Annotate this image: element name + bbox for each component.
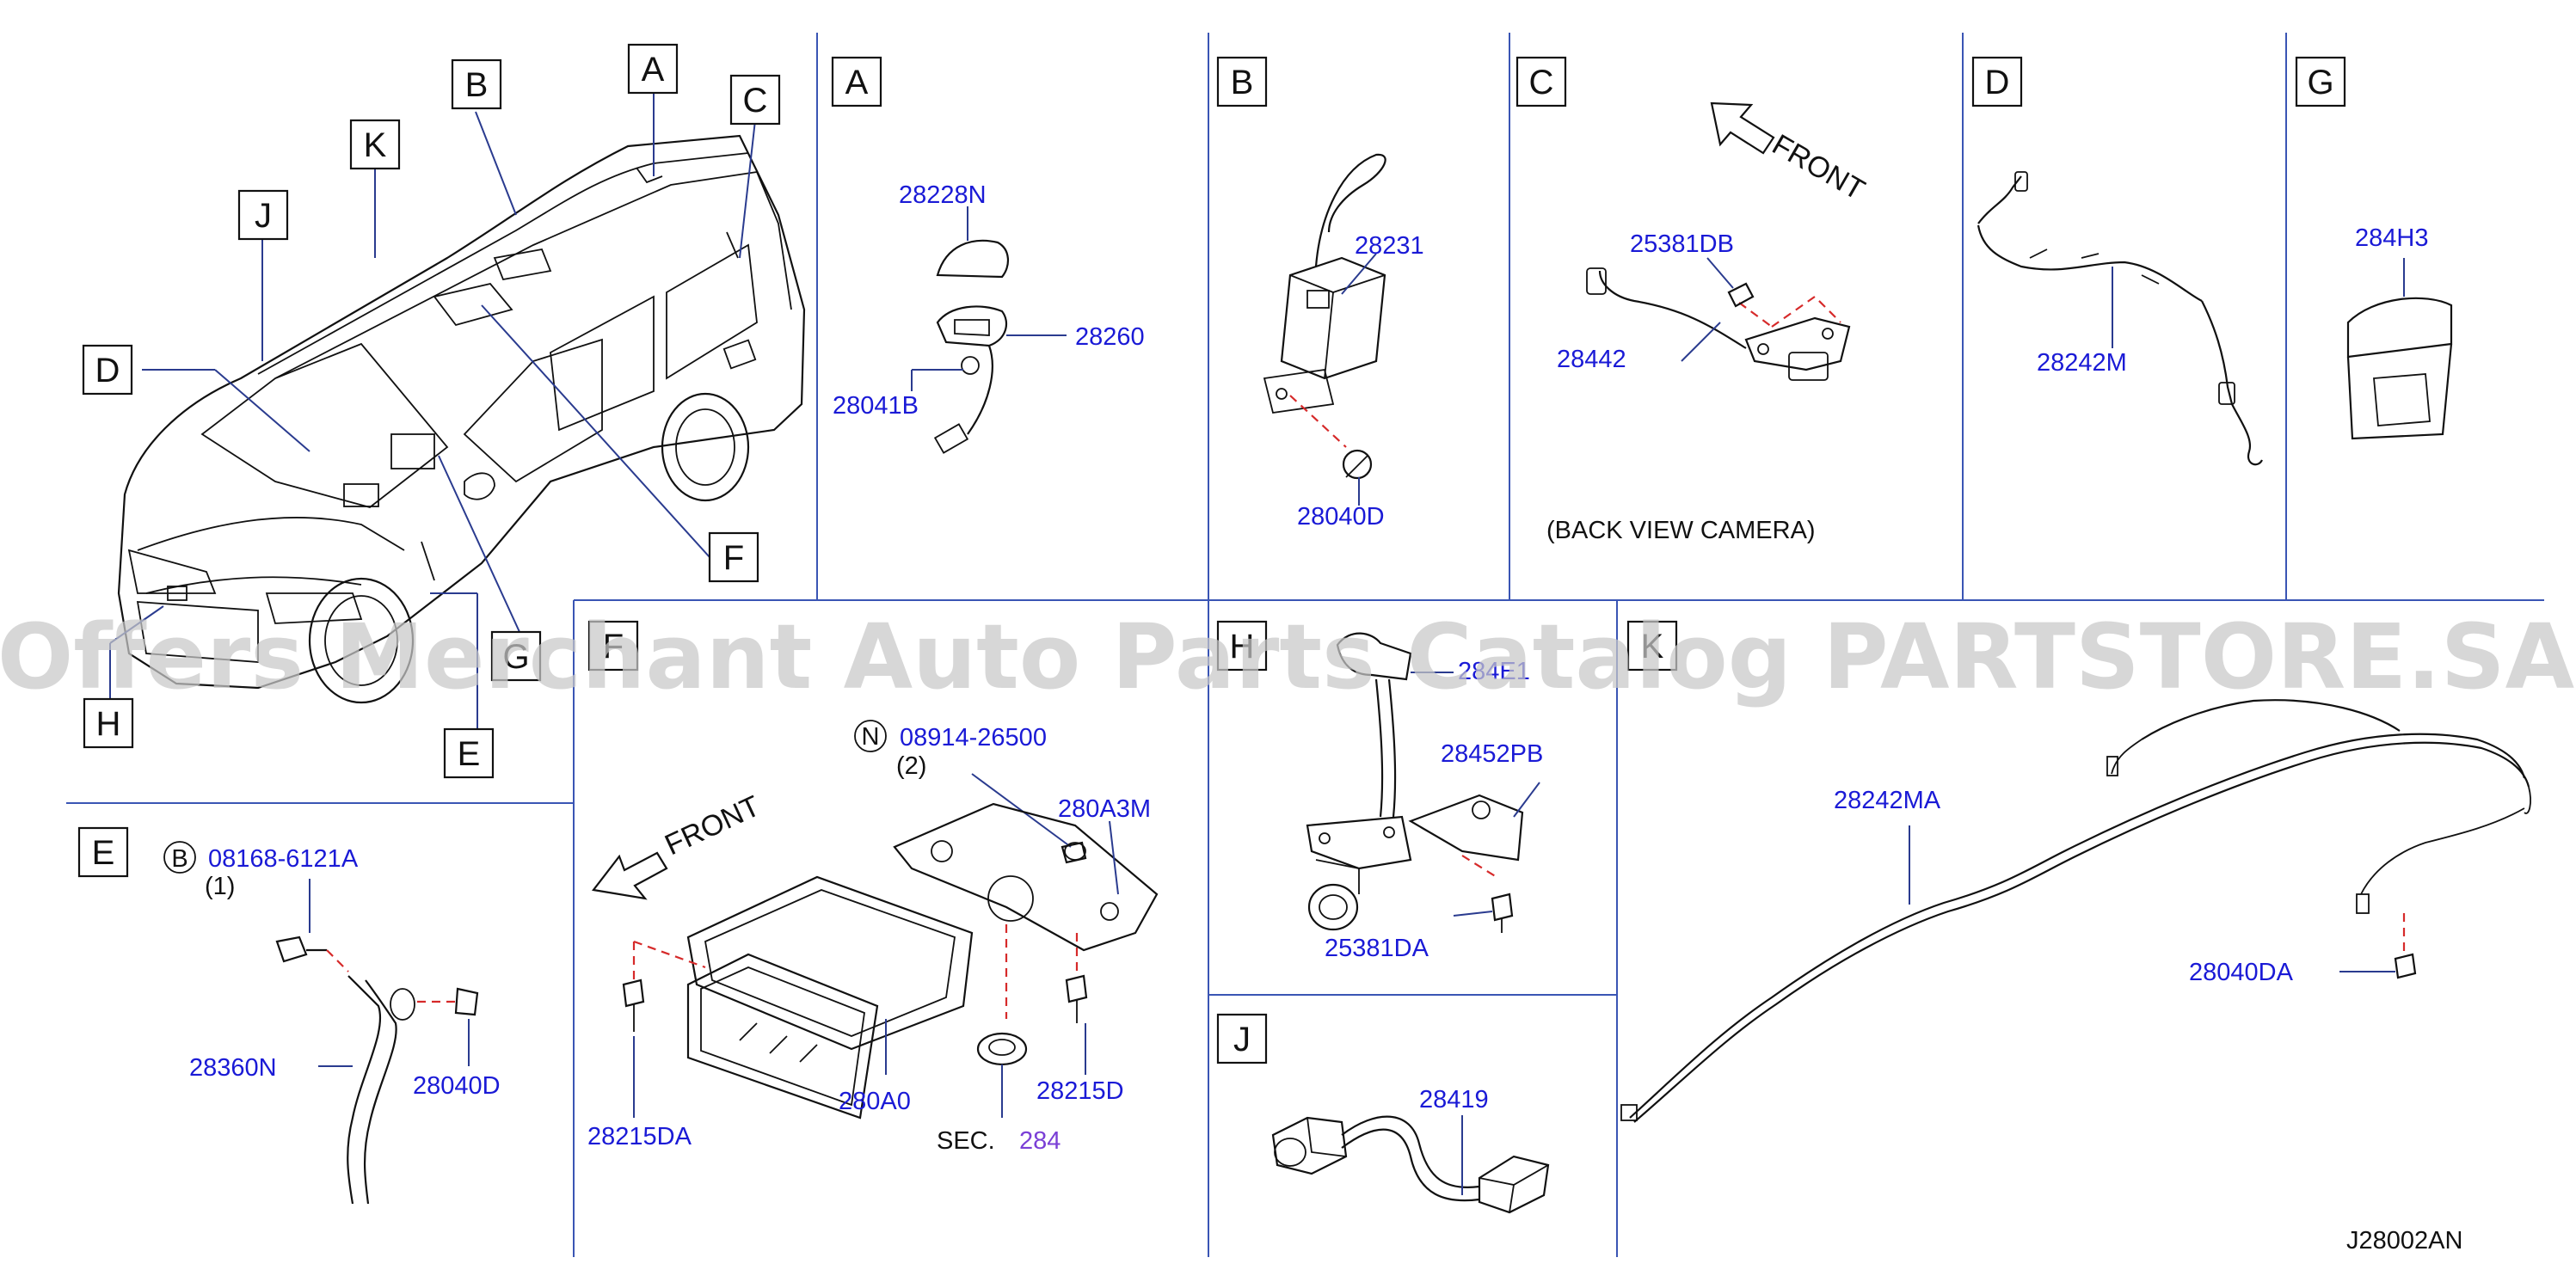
section-label: SEC. [937,1127,995,1155]
callout-box-g[interactable]: G [490,630,542,682]
panel-label: K [1641,628,1664,666]
callout-label: F [723,539,744,577]
callout-box-h[interactable]: H [83,697,134,749]
part-number-284e1[interactable]: 284E1 [1458,658,1530,685]
callout-box-j[interactable]: J [237,189,289,241]
panel-label: E [92,834,115,872]
callout-label: A [642,51,665,89]
part-number-28215d[interactable]: 28215D [1036,1077,1124,1105]
panel-label: A [845,64,869,101]
callout-box-b[interactable]: B [451,58,502,110]
bolt-symbol: B [171,845,188,873]
part-number-28040d-e[interactable]: 28040D [413,1072,501,1100]
panel-label: B [1231,64,1254,101]
diagram-code: J28002AN [2346,1227,2462,1255]
part-number-28242m[interactable]: 28242M [2037,349,2127,377]
callout-box-e[interactable]: E [443,727,495,779]
callout-label: K [364,126,387,164]
callout-leaders [109,82,756,748]
part-number-284h3[interactable]: 284H3 [2355,224,2428,252]
nut-quantity: (2) [896,752,926,780]
part-number-28452pb[interactable]: 28452PB [1441,740,1543,768]
part-number-28442[interactable]: 28442 [1557,346,1626,373]
callout-label: D [95,352,120,390]
panel-b: B 28231 28040D [1216,56,1424,531]
callout-label: E [458,735,481,773]
callout-box-k[interactable]: K [349,119,401,170]
panel-f: F FRONT N 08914-26500 (2) [587,620,1159,1155]
callout-label: J [255,197,272,235]
part-number-280a3m[interactable]: 280A3M [1058,795,1151,823]
part-number-28360n[interactable]: 28360N [189,1054,277,1082]
part-number-28041b[interactable]: 28041B [833,392,919,420]
callout-box-a[interactable]: A [627,43,679,95]
callout-label: H [96,705,121,743]
part-number-28419[interactable]: 28419 [1419,1086,1489,1113]
callout-box-d[interactable]: D [82,344,133,396]
part-number-28040d[interactable]: 28040D [1297,503,1385,531]
part-number-08168-6121a[interactable]: 08168-6121A [208,845,359,873]
part-number-28040da[interactable]: 28040DA [2189,959,2294,986]
panel-j: J 28419 [1216,1013,1550,1214]
back-view-camera-note: (BACK VIEW CAMERA) [1546,517,1816,544]
watermark-text: Offers Merchant Auto Parts Catalog PARTS… [0,604,2574,709]
part-number-28231[interactable]: 28231 [1355,232,1424,260]
part-number-280a0[interactable]: 280A0 [839,1088,911,1115]
part-number-28215da[interactable]: 28215DA [587,1123,692,1150]
front-direction-label-f: FRONT [660,789,765,862]
section-ref-284[interactable]: 284 [1019,1127,1061,1155]
callout-box-c[interactable]: C [729,74,781,126]
part-number-28228n[interactable]: 28228N [899,181,987,209]
panel-g: G 284H3 [2295,56,2453,440]
callout-label: B [465,66,489,104]
panel-label: G [2307,64,2333,101]
part-number-08914-26500[interactable]: 08914-26500 [900,724,1047,751]
panel-label: J [1233,1021,1251,1058]
bolt-quantity: (1) [205,873,235,900]
panel-h: H 284E1 28452PB 25381DA [1216,620,1543,962]
panel-label: C [1529,64,1554,101]
front-direction-label: FRONT [1767,128,1870,206]
vehicle-overview [117,134,806,704]
part-number-28242ma[interactable]: 28242MA [1834,787,1941,814]
callout-label: C [743,82,768,120]
panel-c: C FRONT 25381DB 28442 (BACK VIEW CAMERA) [1515,56,1870,544]
nut-symbol: N [862,723,880,751]
callout-label: G [502,638,529,676]
panel-e: E B 08168-6121A (1) 28360N 28040D [77,826,501,1205]
panel-k: K 28242MA 28040DA [1620,620,2531,1123]
panel-label: F [603,628,624,666]
part-number-25381db[interactable]: 25381DB [1630,230,1734,258]
part-number-28260[interactable]: 28260 [1075,323,1145,351]
panel-label: D [1985,64,2010,101]
panel-d: D 28242M [1971,56,2263,466]
panel-separators [66,33,2544,1257]
panel-label: H [1230,628,1255,666]
callout-box-f[interactable]: F [708,531,759,583]
part-number-25381da[interactable]: 25381DA [1325,935,1429,962]
panel-a: A 28228N 28260 28041B [831,56,1145,454]
